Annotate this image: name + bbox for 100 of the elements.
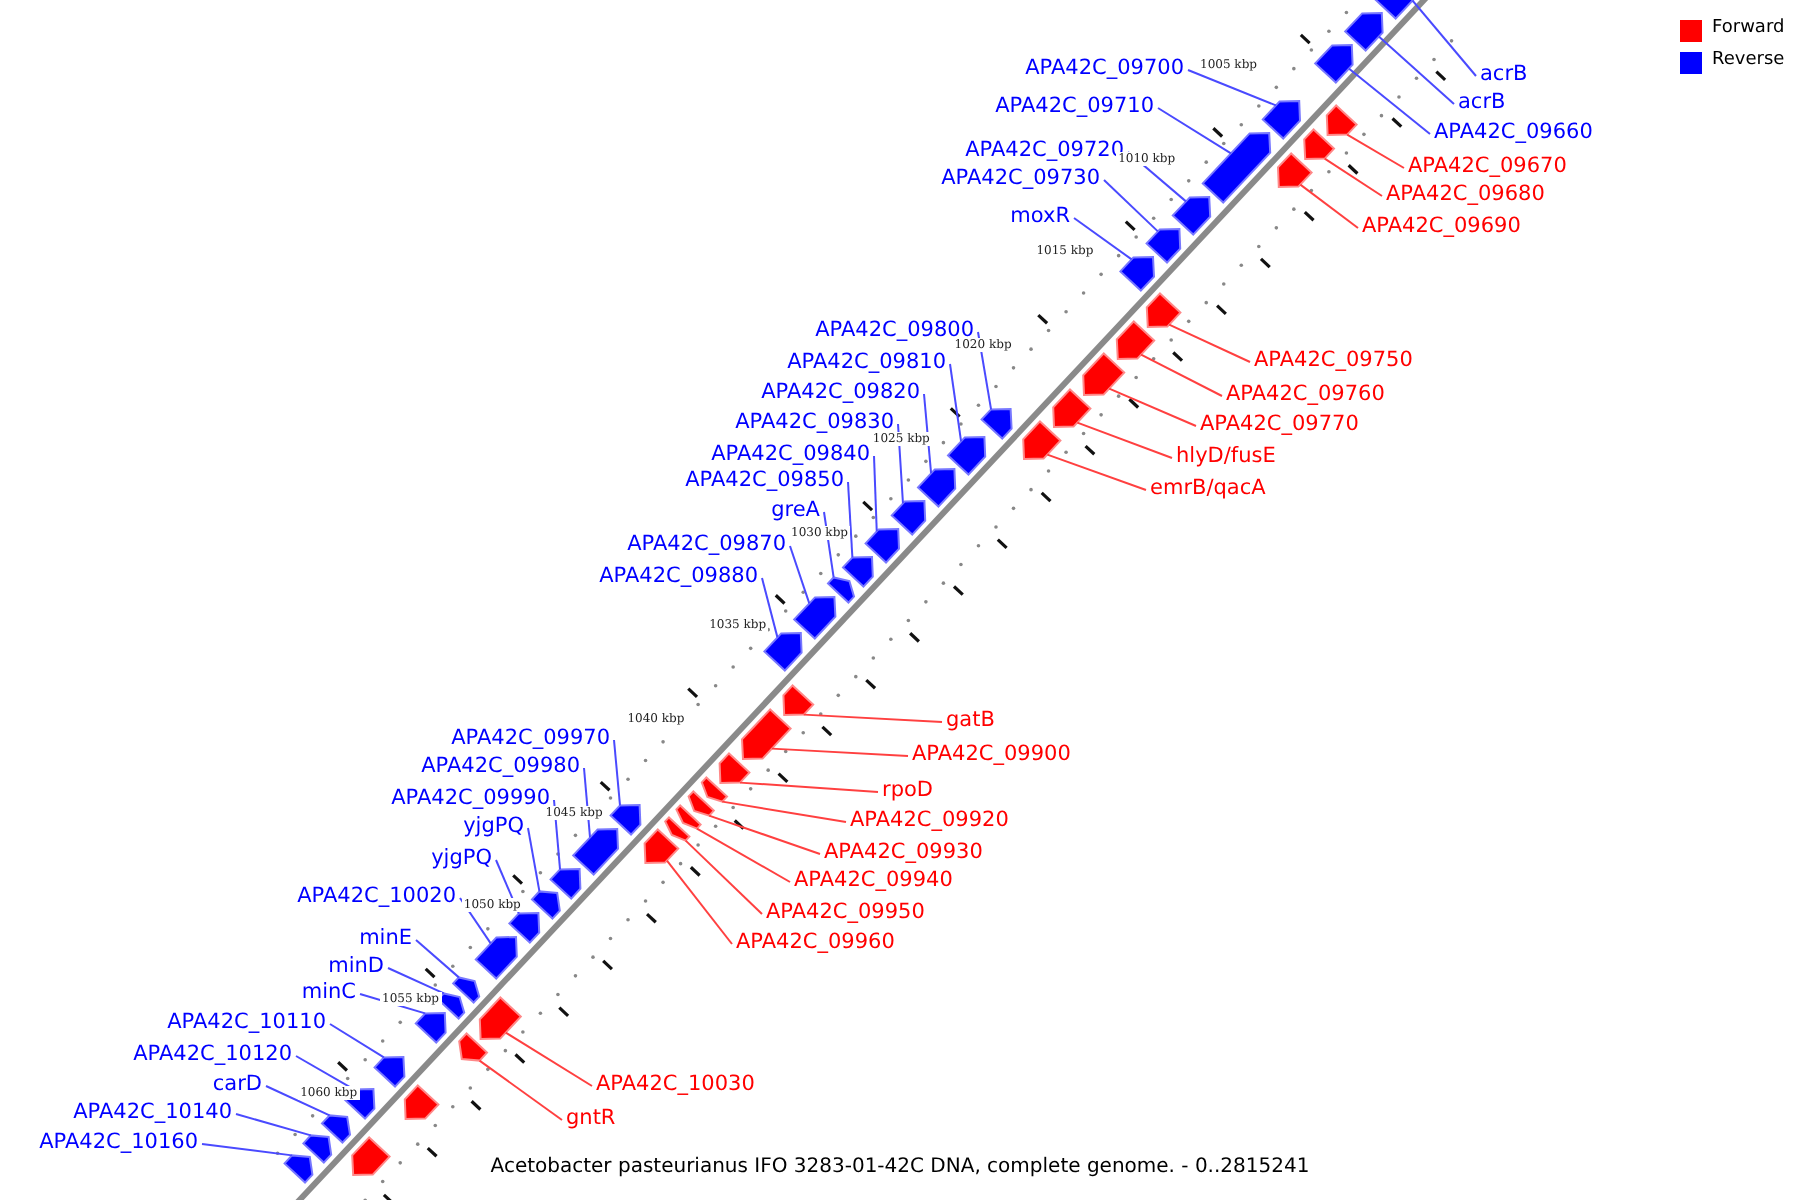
gene-block [1145, 292, 1182, 328]
gene-label: greA [771, 498, 820, 524]
gene-label: APA42C_09940 [794, 868, 953, 894]
gene-label: rpoD [882, 778, 933, 804]
leader-line [770, 747, 909, 757]
leader-line [721, 800, 847, 823]
gene-block [687, 790, 716, 817]
gene-label: APA42C_09820 [761, 380, 920, 406]
leader-line [789, 545, 811, 605]
leader-line [1073, 217, 1133, 261]
leader-line [1103, 179, 1159, 233]
leader-line [1076, 421, 1173, 459]
leader-line [665, 859, 733, 945]
leader-line [1187, 69, 1277, 107]
gene-block [1171, 196, 1212, 236]
gene-block [841, 556, 874, 588]
leader-line [1346, 133, 1405, 169]
gene-block [740, 708, 792, 760]
leader-line [1323, 157, 1383, 197]
gene-block [675, 804, 702, 830]
gene-block [1325, 104, 1358, 136]
leader-line [695, 827, 791, 883]
gene-label: APA42C_10160 [39, 1130, 198, 1156]
gene-label: APA42C_09960 [736, 930, 895, 956]
gene-label: APA42C_09930 [824, 840, 983, 866]
gene-label: APA42C_09710 [995, 94, 1154, 120]
gene-block [436, 992, 466, 1020]
gene-block [283, 1154, 314, 1184]
gene-label: minE [359, 926, 412, 952]
legend-label: Forward [1712, 18, 1785, 38]
gene-label: carD [212, 1072, 262, 1098]
leader-line [459, 897, 492, 945]
gene-block [864, 528, 900, 564]
leader-line [235, 1113, 312, 1137]
gene-block [302, 1134, 333, 1164]
leader-line [1157, 107, 1232, 155]
leader-line [802, 713, 943, 723]
gene-label: APA42C_09760 [1226, 382, 1385, 408]
legend-label: Reverse [1712, 50, 1785, 70]
leader-line [583, 767, 592, 839]
leader-line [504, 1031, 593, 1087]
gene-block [1313, 44, 1354, 84]
gene-block [403, 1084, 440, 1120]
gene-block [1082, 352, 1126, 396]
gene-block [508, 912, 541, 944]
gene-block [980, 408, 1013, 440]
leader-line [847, 481, 854, 559]
gene-label: hlyD/fusE [1176, 444, 1276, 470]
gene-block [643, 828, 680, 864]
leader-line [1046, 453, 1147, 491]
gene-label: APA42C_10020 [297, 884, 456, 910]
gene-label: APA42C_09950 [766, 900, 925, 926]
leader-line [613, 739, 621, 807]
gene-block [478, 996, 523, 1040]
leader-line [1299, 183, 1359, 229]
gene-block [782, 684, 815, 716]
gene-block [549, 868, 582, 900]
leader-line [1347, 67, 1431, 135]
gene-block [609, 804, 642, 836]
gene-block [1115, 320, 1156, 360]
gene-label: APA42C_09700 [1025, 56, 1184, 82]
gene-label: acrB [1458, 90, 1506, 116]
caption: Acetobacter pasteurianus IFO 3283-01-42C DNA, complete genome. - 0..2815241 [490, 1156, 1310, 1178]
gene-label: APA42C_09850 [685, 468, 844, 494]
leader-line [387, 967, 445, 995]
gene-block [1201, 132, 1272, 204]
gene-label: gatB [946, 708, 995, 734]
gene-label: APA42C_09660 [1434, 120, 1593, 146]
gene-block [351, 1136, 391, 1176]
gene-block [1145, 228, 1182, 264]
gene-block [1022, 420, 1062, 460]
gene-block [792, 596, 837, 640]
gene-label: APA42C_10030 [596, 1072, 755, 1098]
gene-label: yjgPQ [463, 814, 524, 840]
gene-label: APA42C_09970 [451, 726, 610, 752]
gene-label: APA42C_09880 [599, 564, 758, 590]
leader-line [478, 1059, 563, 1121]
gene-label: APA42C_09980 [421, 754, 580, 780]
leader-line [1411, 0, 1477, 77]
gene-block [530, 890, 561, 920]
gene-block [916, 468, 957, 508]
gene-label: APA42C_09900 [912, 742, 1071, 768]
gene-label: moxR [1010, 204, 1070, 230]
leader-line [1140, 353, 1223, 397]
gene-block [571, 828, 619, 876]
leader-line [1377, 35, 1455, 105]
leader-line [873, 455, 878, 533]
leader-line [977, 331, 993, 411]
leader-line [329, 1023, 385, 1059]
leader-line [761, 577, 779, 639]
gene-block [826, 576, 856, 604]
gene-label: APA42C_09670 [1408, 154, 1567, 180]
gene-block [1343, 12, 1384, 52]
gene-block [1261, 100, 1301, 140]
gene-label: minC [301, 980, 356, 1006]
gene-label: APA42C_10140 [73, 1100, 232, 1126]
gene-label: emrB/qacA [1150, 476, 1266, 502]
gene-label: APA42C_09680 [1386, 182, 1545, 208]
gene-block [763, 632, 803, 672]
gene-block [414, 1012, 447, 1044]
